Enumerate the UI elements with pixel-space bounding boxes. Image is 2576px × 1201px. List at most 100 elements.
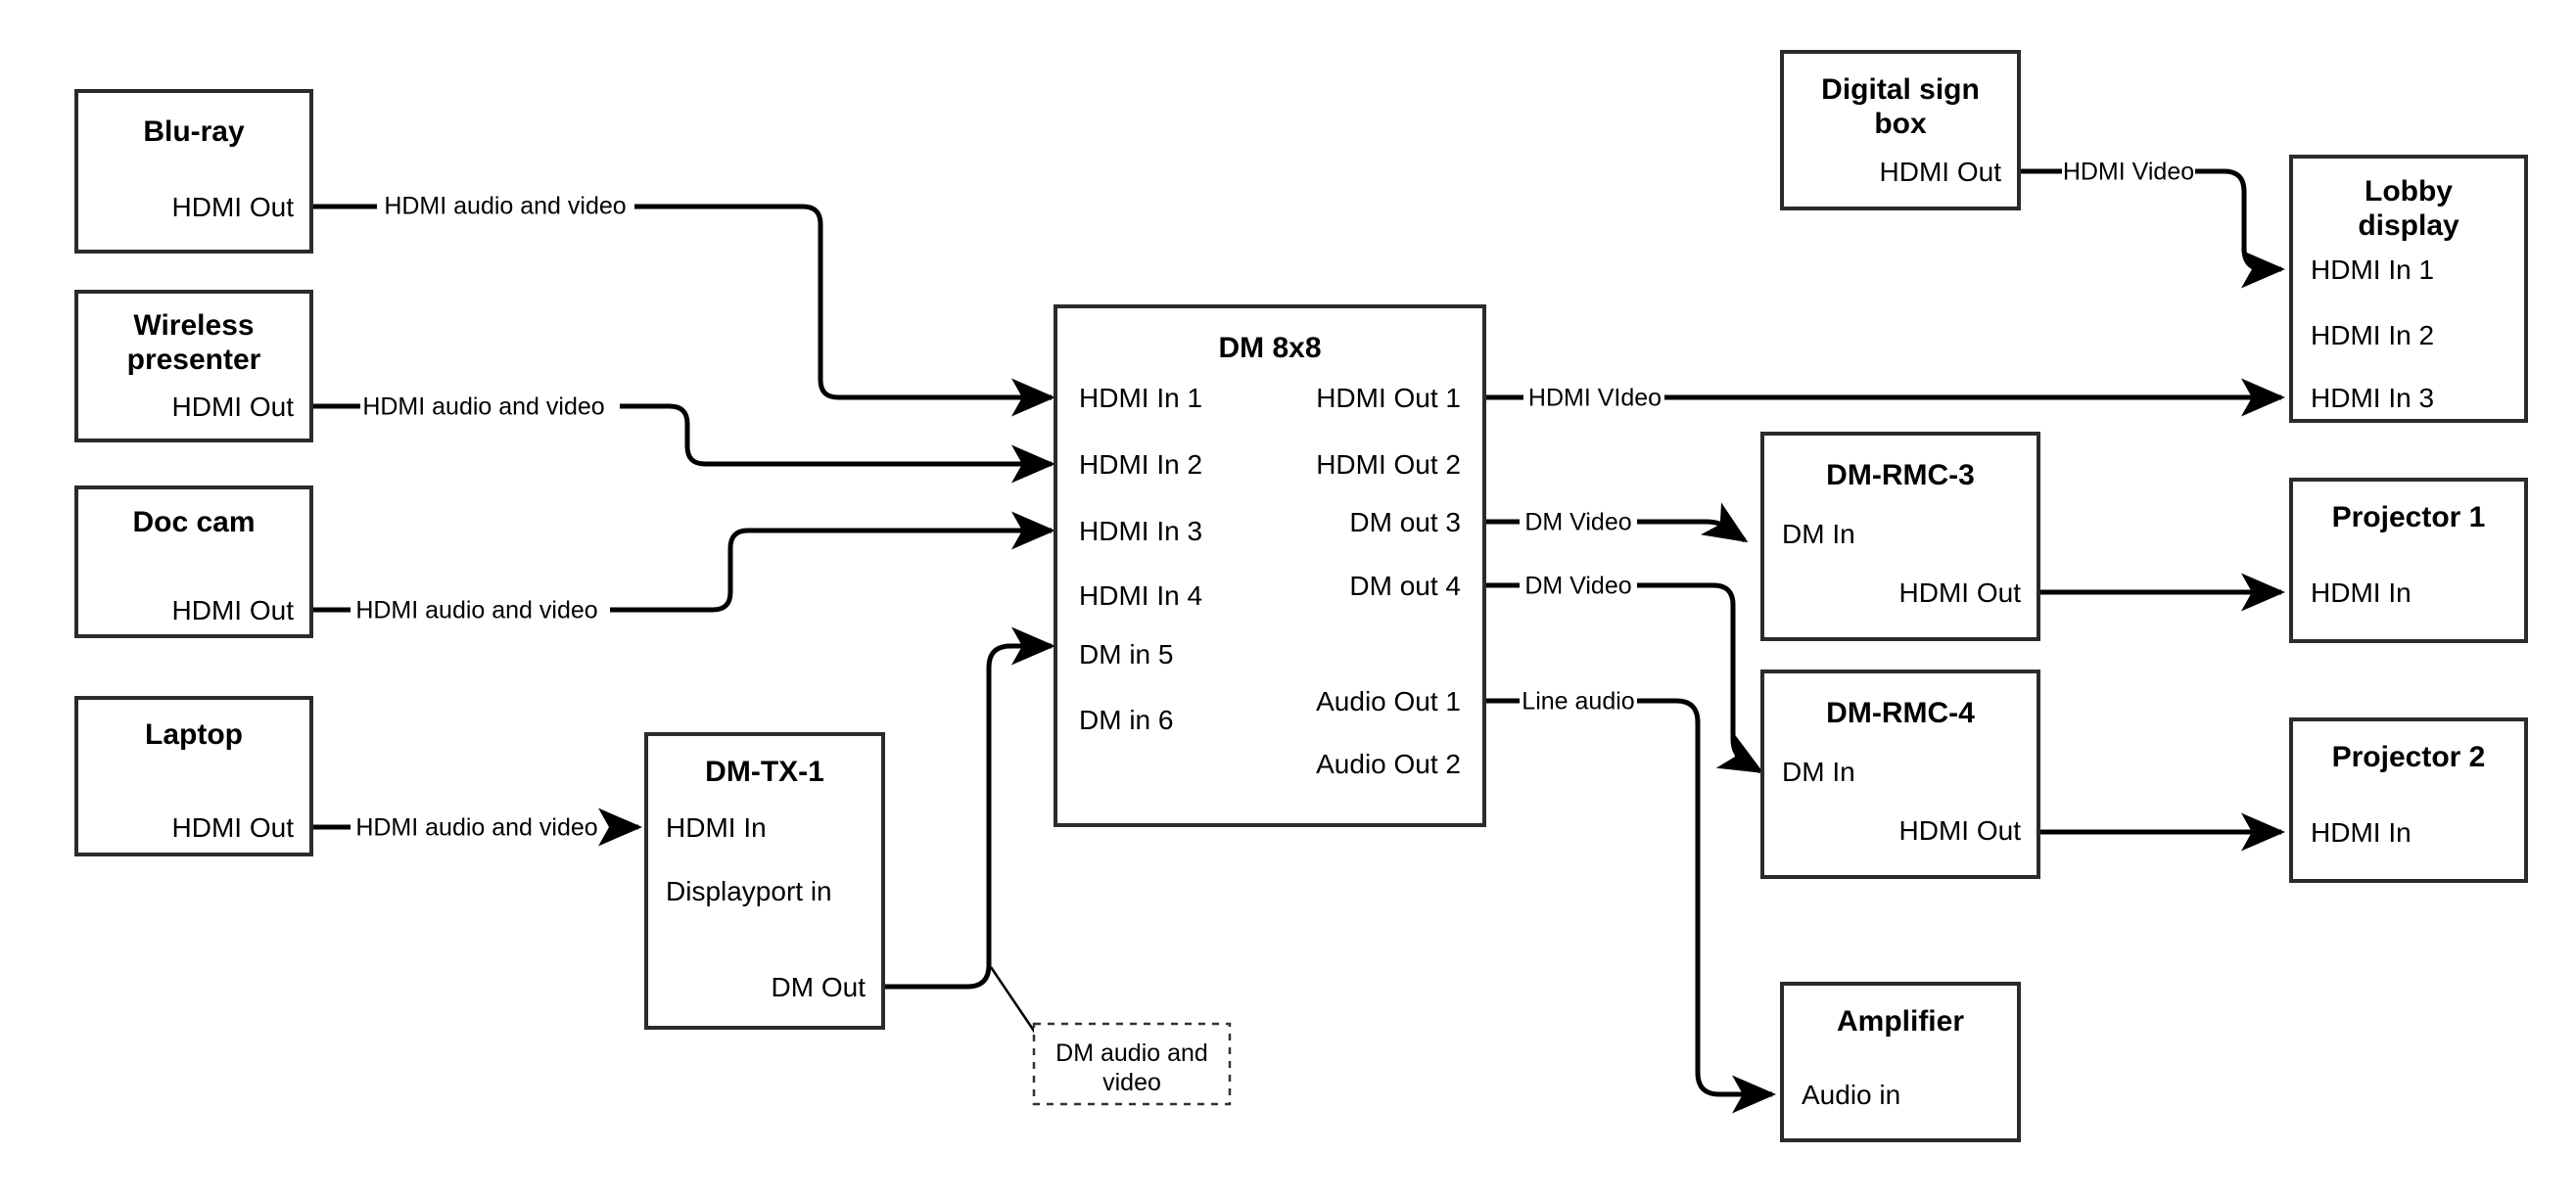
- port-wireless-hdmi-out: HDMI Out: [172, 392, 295, 422]
- port-dm8x8-dm-out-4: DM out 4: [1349, 571, 1461, 601]
- link-doccam-to-dm8x8: HDMI audio and video: [311, 511, 1056, 624]
- port-dm8x8-hdmi-out-2: HDMI Out 2: [1316, 449, 1461, 480]
- link-label-dm-video-4: DM Video: [1524, 573, 1631, 600]
- port-doccam-hdmi-out: HDMI Out: [172, 595, 295, 625]
- port-dmtx1-dm-out: DM Out: [772, 972, 866, 1002]
- node-dm-8x8[interactable]: DM 8x8 HDMI In 1 HDMI In 2 HDMI In 3 HDM…: [1054, 304, 1486, 827]
- port-lobby-hdmi-in-3: HDMI In 3: [2311, 383, 2434, 413]
- node-digital-sign-box[interactable]: Digital sign box HDMI Out: [1780, 50, 2021, 210]
- node-digital-sign-title-line1: Digital sign: [1821, 73, 1980, 106]
- node-dm-rmc-4-box[interactable]: [1760, 670, 2040, 879]
- port-digitalsign-hdmi-out: HDMI Out: [1880, 157, 2002, 187]
- port-dm8x8-hdmi-in-2: HDMI In 2: [1079, 449, 1202, 480]
- note-dm-audio-video-box: [1032, 1022, 1232, 1106]
- node-wireless-presenter-box[interactable]: [74, 290, 313, 442]
- node-projector-2-title: Projector 2: [2332, 741, 2486, 773]
- port-dm8x8-hdmi-in-4: HDMI In 4: [1079, 580, 1202, 611]
- node-lobby-display-title-line1: Lobby: [2365, 175, 2453, 208]
- port-dm8x8-audio-out-1: Audio Out 1: [1316, 686, 1461, 716]
- port-dm8x8-hdmi-in-3: HDMI In 3: [1079, 516, 1202, 546]
- node-dm-tx-1[interactable]: DM-TX-1 HDMI In Displayport in DM Out: [644, 732, 885, 1030]
- port-rmc4-hdmi-out: HDMI Out: [1899, 815, 2022, 846]
- node-projector-1-title: Projector 1: [2332, 501, 2486, 533]
- link-path: [1637, 582, 1764, 774]
- note-leader-line: [989, 966, 1042, 1040]
- node-dm-rmc-4[interactable]: DM-RMC-4 DM In HDMI Out: [1760, 670, 2040, 879]
- port-dm8x8-hdmi-out-1: HDMI Out 1: [1316, 383, 1461, 413]
- node-amplifier-title: Amplifier: [1837, 1005, 1964, 1038]
- link-wireless-to-dm8x8: HDMI audio and video: [311, 393, 1056, 484]
- port-dm8x8-dm-in-5: DM in 5: [1079, 639, 1173, 670]
- link-path: [1637, 502, 1749, 543]
- port-rmc3-hdmi-out: HDMI Out: [1899, 577, 2022, 608]
- link-label-laptop: HDMI audio and video: [355, 814, 597, 842]
- link-label-dm-video-3: DM Video: [1524, 509, 1631, 536]
- note-dm-audio-and-video: DM audio and video: [1032, 1022, 1232, 1106]
- node-projector-1[interactable]: Projector 1 HDMI In: [2289, 478, 2528, 643]
- node-bluray-box[interactable]: [74, 89, 313, 254]
- node-bluray[interactable]: Blu-ray HDMI Out: [74, 89, 313, 254]
- node-laptop-title: Laptop: [145, 718, 243, 751]
- node-wireless-presenter-title-line1: Wireless: [133, 309, 254, 342]
- port-amplifier-audio-in: Audio in: [1802, 1080, 1900, 1110]
- link-dmtx1-to-dm8x8: [883, 626, 1056, 990]
- link-label-hdmi-video-out1: HDMI VIdeo: [1528, 385, 1662, 412]
- node-lobby-display-box[interactable]: [2289, 155, 2528, 423]
- port-rmc3-dm-in: DM In: [1782, 519, 1855, 549]
- node-laptop[interactable]: Laptop HDMI Out: [74, 696, 313, 856]
- link-digitalsign-to-lobby: HDMI Video: [2019, 159, 2286, 289]
- link-dm8x8-out1-to-lobby: HDMI VIdeo: [1484, 378, 2286, 417]
- port-dm8x8-dm-out-3: DM out 3: [1349, 507, 1461, 537]
- port-projector2-hdmi-in: HDMI In: [2311, 817, 2412, 848]
- link-path: [2195, 168, 2286, 289]
- port-dm8x8-dm-in-6: DM in 6: [1079, 705, 1173, 735]
- node-amplifier-box[interactable]: [1780, 982, 2021, 1142]
- node-wireless-presenter[interactable]: Wireless presenter HDMI Out: [74, 290, 313, 442]
- node-projector-2-box[interactable]: [2289, 717, 2528, 883]
- node-dm-rmc-3-box[interactable]: [1760, 432, 2040, 641]
- port-dm8x8-audio-out-2: Audio Out 2: [1316, 749, 1461, 779]
- node-dm-rmc-3[interactable]: DM-RMC-3 DM In HDMI Out: [1760, 432, 2040, 641]
- node-amplifier[interactable]: Amplifier Audio in: [1780, 982, 2021, 1142]
- node-lobby-display-title-line2: display: [2358, 209, 2459, 242]
- link-laptop-to-dmtx1: HDMI audio and video: [311, 808, 643, 847]
- node-doc-cam[interactable]: Doc cam HDMI Out: [74, 485, 313, 638]
- port-dm8x8-hdmi-in-1: HDMI In 1: [1079, 383, 1202, 413]
- link-dm8x8-out3-to-rmc3: DM Video: [1484, 502, 1749, 543]
- link-path: [620, 403, 1056, 484]
- node-projector-2[interactable]: Projector 2 HDMI In: [2289, 717, 2528, 883]
- link-label-hdmi-video-sign: HDMI Video: [2063, 159, 2194, 186]
- node-bluray-title: Blu-ray: [143, 115, 245, 148]
- port-laptop-hdmi-out: HDMI Out: [172, 812, 295, 843]
- node-projector-1-box[interactable]: [2289, 478, 2528, 643]
- node-doc-cam-box[interactable]: [74, 485, 313, 638]
- note-dm-audio-video-line1: DM audio and: [1055, 1039, 1208, 1067]
- node-dm-tx-1-title: DM-TX-1: [705, 756, 824, 788]
- link-dm8x8-out4-to-rmc4: DM Video: [1484, 573, 1764, 774]
- node-lobby-display[interactable]: Lobby display HDMI In 1 HDMI In 2 HDMI I…: [2289, 155, 2528, 423]
- link-label-wireless: HDMI audio and video: [362, 393, 604, 421]
- node-digital-sign-title-line2: box: [1874, 108, 1927, 140]
- link-bluray-to-dm8x8: HDMI audio and video: [311, 193, 1056, 417]
- port-dmtx1-displayport-in: Displayport in: [666, 876, 832, 906]
- link-path: [883, 626, 1056, 990]
- link-label-line-audio: Line audio: [1522, 688, 1634, 716]
- node-dm-tx-1-box[interactable]: [644, 732, 885, 1030]
- port-bluray-hdmi-out: HDMI Out: [172, 192, 295, 222]
- node-dm-rmc-3-title: DM-RMC-3: [1826, 459, 1975, 491]
- port-projector1-hdmi-in: HDMI In: [2311, 577, 2412, 608]
- node-dm-8x8-title: DM 8x8: [1218, 332, 1321, 364]
- port-lobby-hdmi-in-2: HDMI In 2: [2311, 320, 2434, 350]
- node-dm-rmc-4-title: DM-RMC-4: [1826, 697, 1975, 729]
- port-rmc4-dm-in: DM In: [1782, 757, 1855, 787]
- link-path: [610, 511, 1056, 613]
- link-path: [1637, 698, 1777, 1114]
- node-dm-8x8-box[interactable]: [1054, 304, 1486, 827]
- node-laptop-box[interactable]: [74, 696, 313, 856]
- link-label-bluray: HDMI audio and video: [384, 193, 626, 220]
- node-digital-sign-box-rect[interactable]: [1780, 50, 2021, 210]
- node-wireless-presenter-title-line2: presenter: [127, 344, 261, 376]
- link-dm8x8-audio1-to-amplifier: Line audio: [1484, 688, 1777, 1114]
